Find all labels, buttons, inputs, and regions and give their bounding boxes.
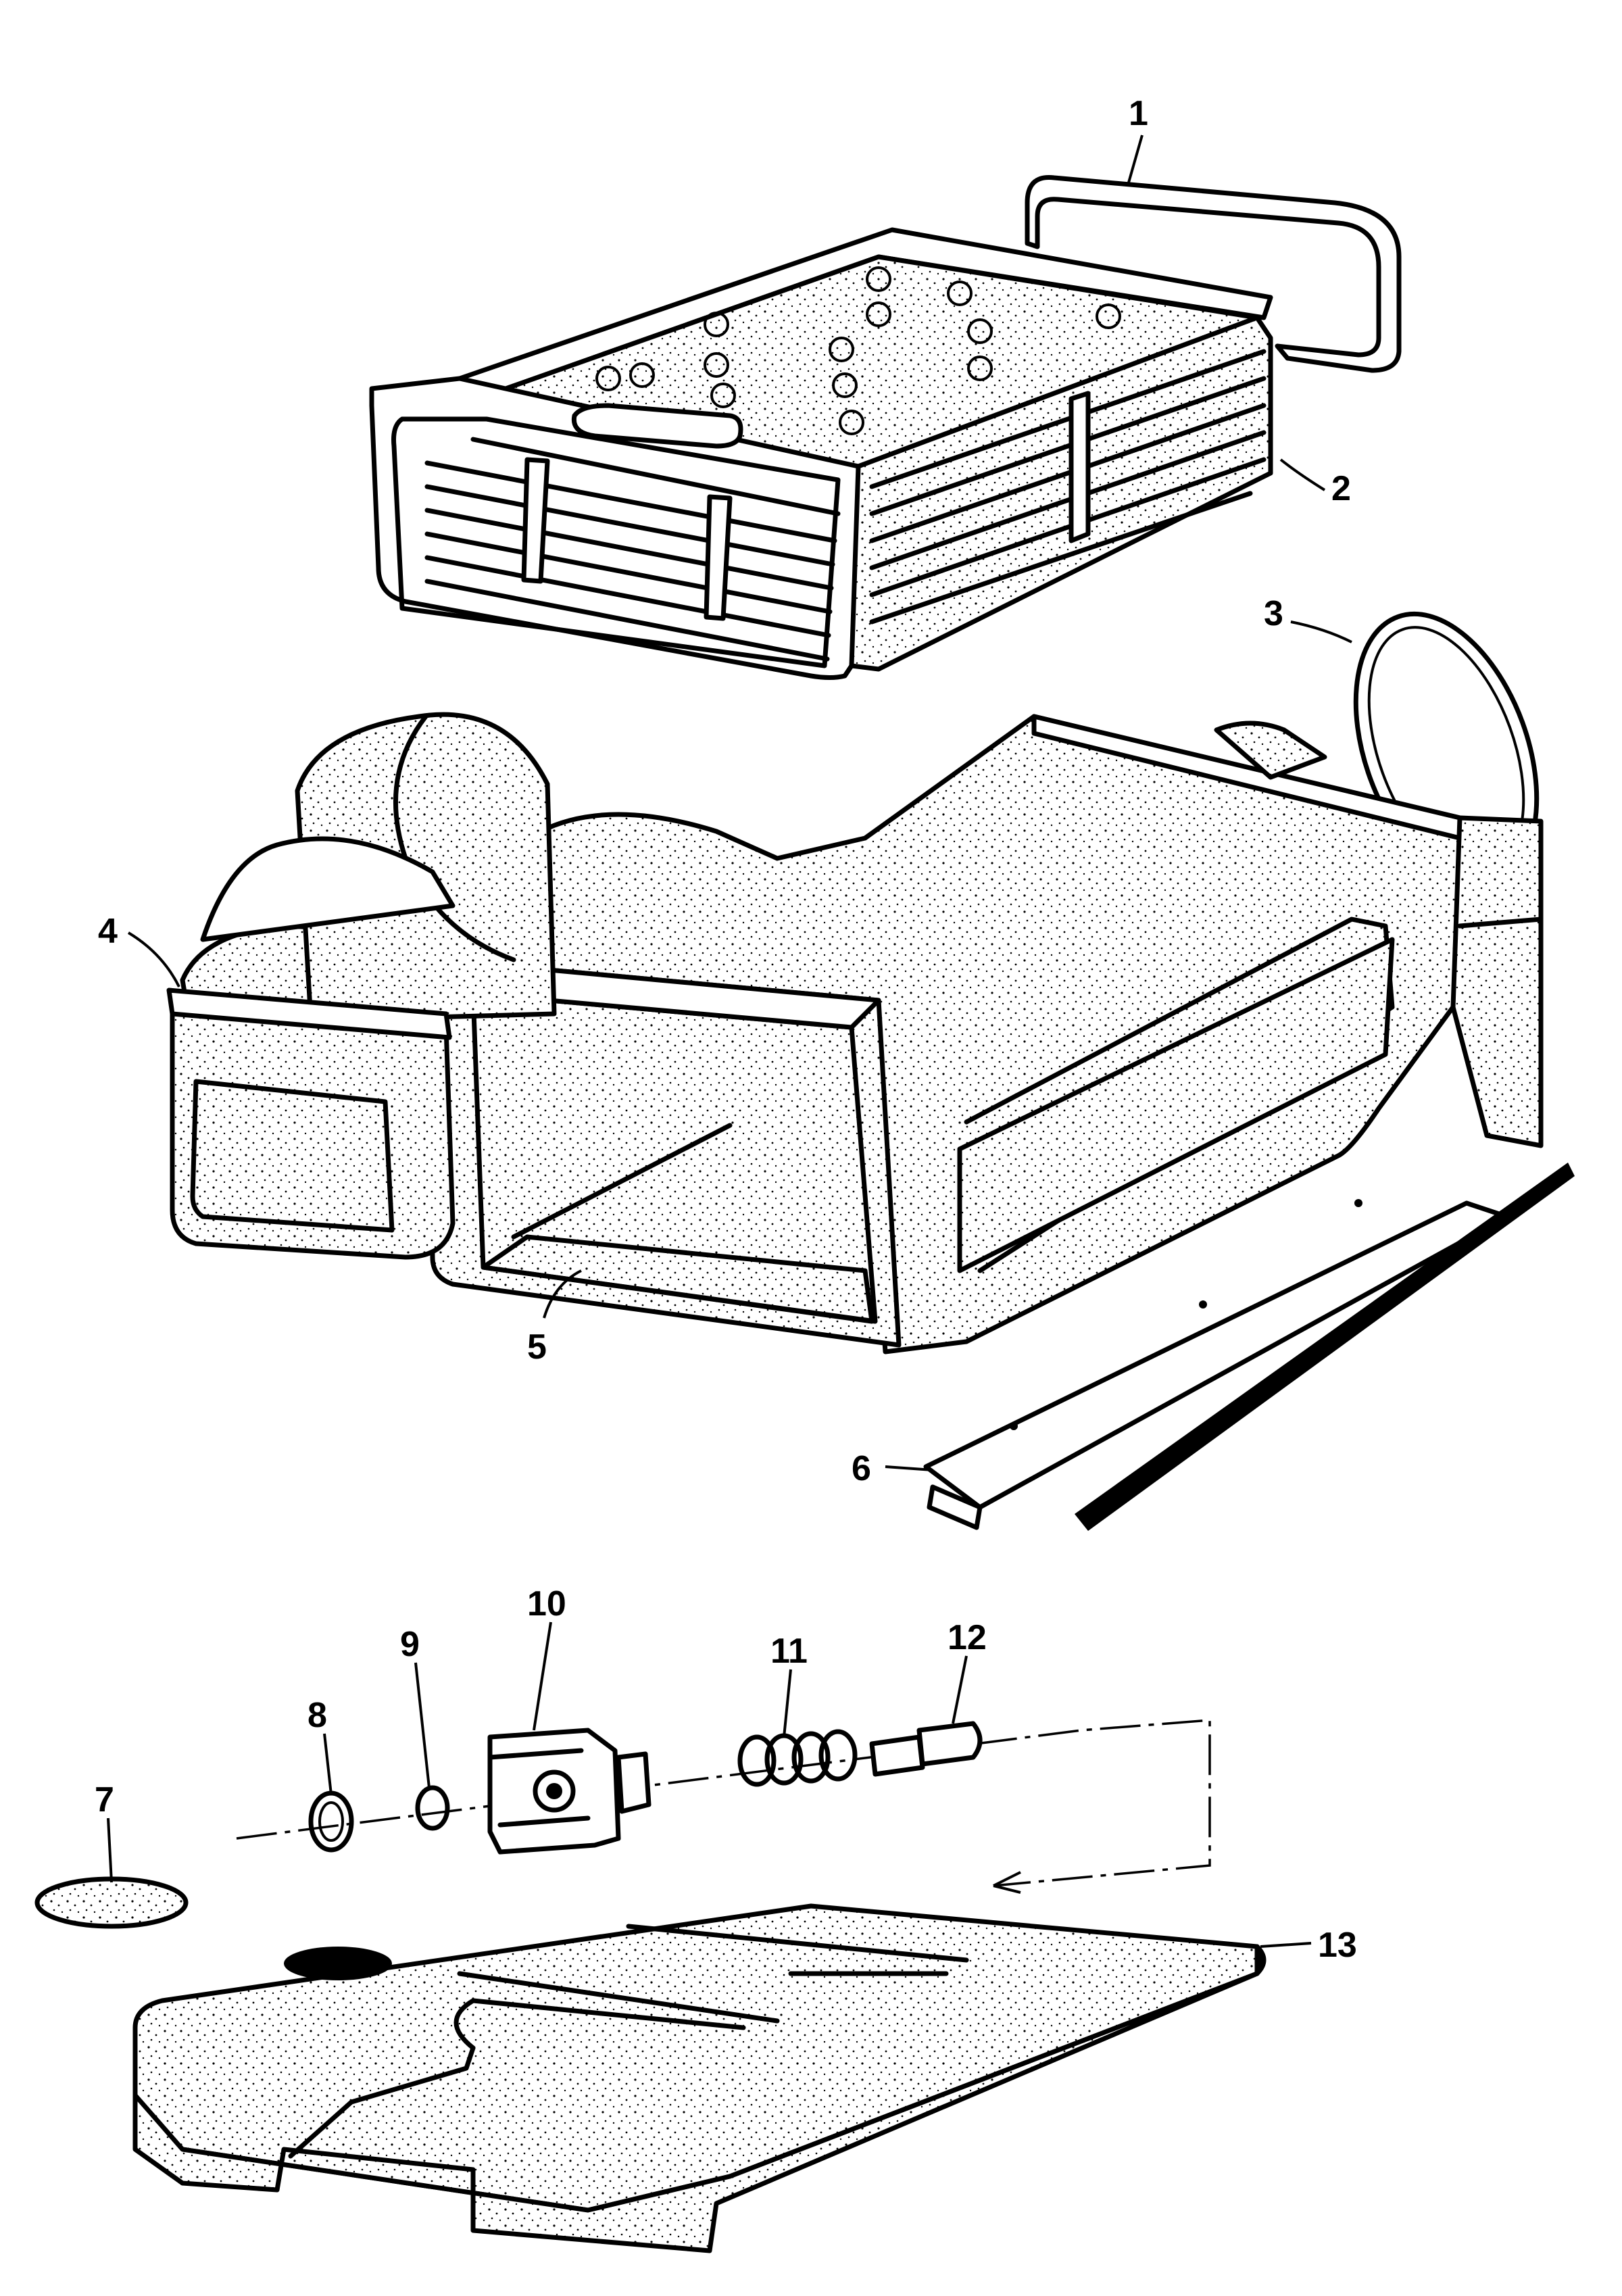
callout-10: 10 xyxy=(527,1584,566,1623)
callout-13: 13 xyxy=(1318,1926,1357,1965)
part-10-bracket xyxy=(487,1728,652,1855)
callout-leaders xyxy=(107,135,1352,1948)
part-1-gasket xyxy=(1025,174,1402,373)
callout-12: 12 xyxy=(948,1618,987,1657)
callout-6: 6 xyxy=(852,1449,871,1488)
part-9-oring xyxy=(415,1785,450,1831)
callout-7: 7 xyxy=(95,1780,114,1819)
part-6-plate xyxy=(923,1163,1575,1531)
part-2-condenser xyxy=(369,227,1273,680)
callout-9: 9 xyxy=(400,1625,420,1664)
part-12-plunger xyxy=(869,1721,983,1777)
part-4-blower-housing xyxy=(166,712,557,1260)
callout-labels: 1 2 3 4 5 6 7 8 9 10 11 12 13 xyxy=(95,94,1357,1965)
part-13-base-tray xyxy=(132,1903,1267,2253)
part-7-cap xyxy=(34,1876,189,1929)
callout-1: 1 xyxy=(1129,94,1148,133)
part-11-spring xyxy=(737,1729,858,1787)
part-5-duct-housing xyxy=(426,714,1544,1354)
callout-5: 5 xyxy=(527,1327,547,1367)
callout-11: 11 xyxy=(770,1632,808,1671)
callout-8: 8 xyxy=(308,1696,327,1735)
part-8-seal xyxy=(308,1790,354,1853)
callout-2: 2 xyxy=(1331,469,1351,508)
callout-4: 4 xyxy=(98,912,118,951)
callout-3: 3 xyxy=(1264,594,1283,633)
